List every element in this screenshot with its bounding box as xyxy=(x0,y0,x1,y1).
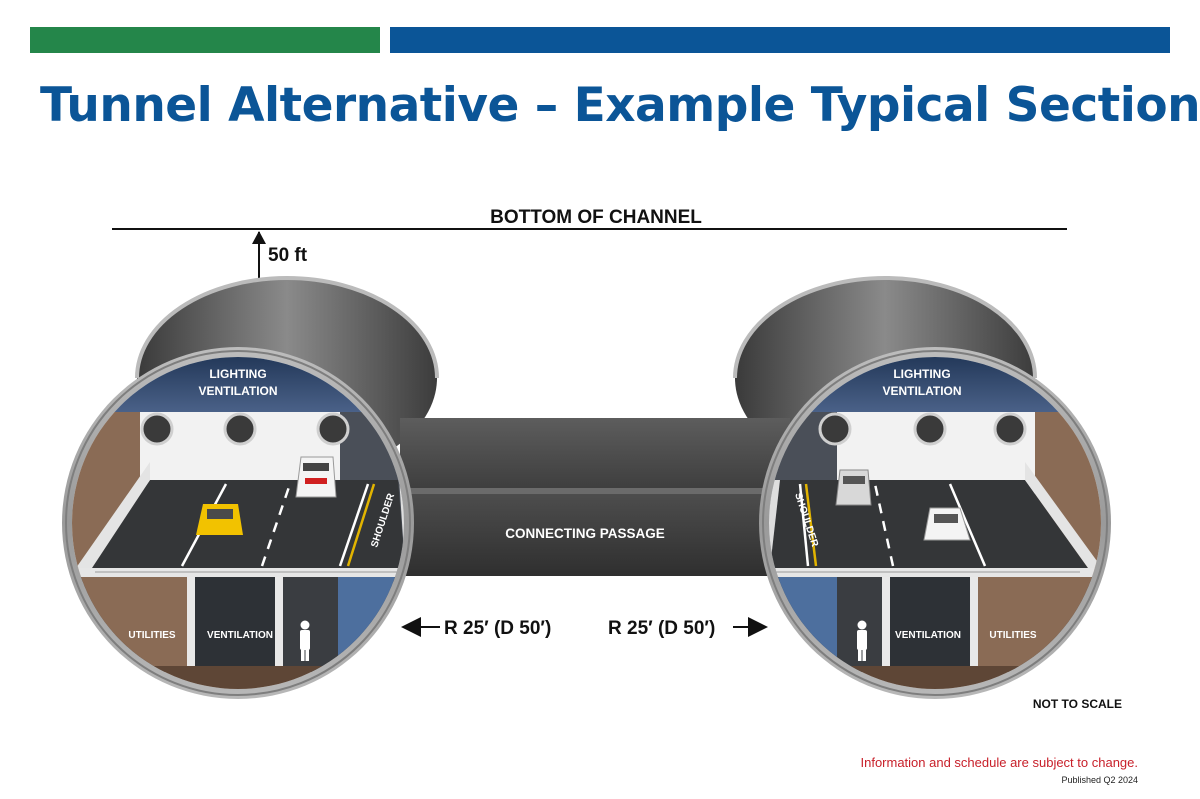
radius-label-right: R 25′ (D 50′) xyxy=(608,618,715,639)
connecting-passage: CONNECTING PASSAGE xyxy=(400,418,790,576)
white-car-icon xyxy=(923,507,971,541)
utilities-label: UTILITIES xyxy=(989,630,1037,641)
utilities-label: UTILITIES xyxy=(128,630,176,641)
jet-fan-icon xyxy=(993,412,1027,446)
taxi-car-icon xyxy=(196,504,243,535)
connecting-passage-label: CONNECTING PASSAGE xyxy=(505,526,665,541)
ventilation-label: VENTILATION xyxy=(882,384,961,398)
channel-label: BOTTOM OF CHANNEL xyxy=(490,207,702,228)
jet-fan-icon xyxy=(818,412,852,446)
published-date: Published Q2 2024 xyxy=(1061,775,1138,785)
lower-ventilation-label: VENTILATION xyxy=(895,630,961,641)
right-tunnel: SHOULDER LIGHTING VENTILATION VENTILATIO… xyxy=(759,347,1111,699)
lighting-label: LIGHTING xyxy=(893,367,950,381)
header-bar-green xyxy=(30,27,380,53)
person-icon xyxy=(300,620,310,661)
jet-fan-icon xyxy=(913,412,947,446)
jet-fan-icon xyxy=(223,412,257,446)
ventilation-label: VENTILATION xyxy=(198,384,277,398)
depth-label: 50 ft xyxy=(268,245,308,266)
radius-label-left: R 25′ (D 50′) xyxy=(444,618,551,639)
pickup-truck-icon xyxy=(835,469,872,506)
slide-title: Tunnel Alternative – Example Typical Sec… xyxy=(40,78,1200,133)
person-icon xyxy=(857,620,867,661)
jet-fan-icon xyxy=(140,412,174,446)
not-to-scale-note: NOT TO SCALE xyxy=(1033,697,1122,711)
lighting-label: LIGHTING xyxy=(209,367,266,381)
ambulance-icon xyxy=(295,456,337,498)
lower-ventilation-label: VENTILATION xyxy=(207,630,273,641)
jet-fan-icon xyxy=(316,412,350,446)
header-bar-blue xyxy=(390,27,1170,53)
disclaimer-text: Information and schedule are subject to … xyxy=(860,755,1138,770)
